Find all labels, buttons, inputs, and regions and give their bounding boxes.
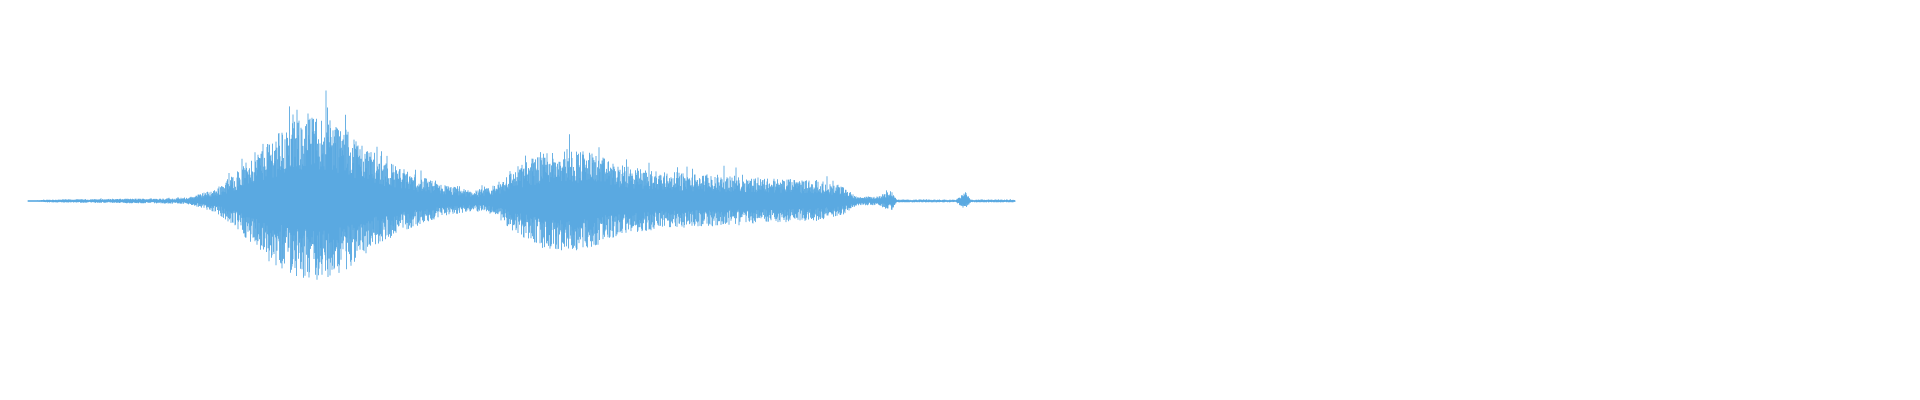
waveform-path: [27, 90, 1016, 280]
waveform-samples: [27, 90, 1016, 280]
